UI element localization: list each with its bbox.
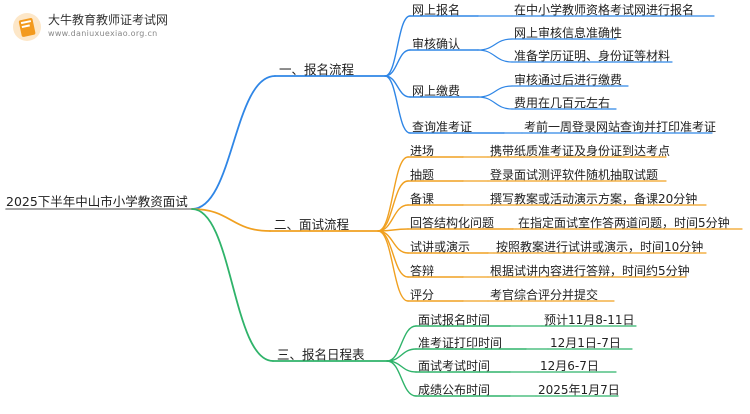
branch-connector bbox=[191, 75, 276, 210]
sub-connector bbox=[377, 156, 409, 232]
leaf-node-label: 12月1日-7日 bbox=[550, 336, 621, 350]
leaf-node-label: 审核通过后进行缴费 bbox=[514, 73, 623, 87]
leaf-node-label: 考官综合评分并提交 bbox=[490, 288, 599, 302]
leaf-node-label: 费用在几百元左右 bbox=[514, 96, 611, 110]
branch-1-label: 一、报名流程 bbox=[279, 62, 355, 77]
leaf-connector bbox=[477, 85, 513, 98]
leaf-node-label: 12月6-7日 bbox=[540, 359, 599, 373]
leaf-node-label: 登录面试测评软件随机抽取试题 bbox=[490, 168, 659, 182]
sub-node-label: 面试报名时间 bbox=[418, 313, 491, 327]
leaf-node-label: 撰写教案或活动演示方案，备课20分钟 bbox=[490, 192, 698, 206]
sub-node-label: 回答结构化问题 bbox=[410, 216, 495, 230]
sub-connector bbox=[377, 180, 409, 232]
sub-connector bbox=[386, 360, 417, 397]
sub-connector bbox=[384, 75, 411, 134]
branch-connector bbox=[191, 208, 274, 362]
sub-connector bbox=[377, 204, 409, 232]
sub-node-label: 面试考试时间 bbox=[418, 359, 491, 373]
leaf-node-label: 准备学历证明、身份证等材料 bbox=[514, 49, 671, 63]
sub-node-label: 查询准考证 bbox=[412, 120, 473, 134]
sub-node-label: 抽题 bbox=[410, 168, 435, 182]
leaf-connector bbox=[477, 49, 513, 63]
sub-connector bbox=[384, 75, 411, 98]
leaf-connector bbox=[477, 38, 513, 51]
branch-connector bbox=[191, 208, 271, 232]
sub-node-label: 网上报名 bbox=[412, 3, 461, 17]
watermark-title: 大牛教育教师证考试网 bbox=[48, 13, 169, 27]
branch-2-label: 二、面试流程 bbox=[274, 217, 350, 232]
leaf-node-label: 预计11月8-11日 bbox=[544, 313, 635, 327]
leaf-node-label: 在指定面试室作答两道问题，时间5分钟 bbox=[518, 216, 730, 230]
sub-connector bbox=[377, 230, 409, 302]
leaf-node-label: 在中小学教师资格考试网进行报名 bbox=[514, 3, 695, 17]
sub-node-label: 审核确认 bbox=[412, 37, 461, 51]
sub-node-label: 准考证打印时间 bbox=[418, 336, 503, 350]
sub-node-label: 备课 bbox=[410, 192, 435, 206]
sub-node-label: 试讲或演示 bbox=[410, 240, 471, 254]
sub-connector bbox=[384, 49, 411, 77]
sub-connector bbox=[384, 15, 411, 77]
book-logo-icon bbox=[12, 12, 42, 42]
sub-node-label: 评分 bbox=[410, 288, 435, 302]
leaf-node-label: 网上审核信息准确性 bbox=[514, 26, 623, 40]
sub-node-label: 答辩 bbox=[410, 264, 435, 278]
sub-node-label: 进场 bbox=[410, 144, 435, 158]
watermark-url: www.daniuxuexiao.org.cn bbox=[48, 29, 158, 38]
branch-3-label: 三、报名日程表 bbox=[277, 347, 365, 362]
leaf-node-label: 按照教案进行试讲或演示，时间10分钟 bbox=[496, 240, 704, 254]
root-node: 2025下半年中山市小学教资面试 bbox=[6, 194, 188, 209]
leaf-connector bbox=[477, 96, 513, 110]
sub-connector bbox=[386, 325, 417, 362]
sub-node-label: 成绩公布时间 bbox=[418, 383, 491, 397]
sub-connector bbox=[377, 230, 409, 278]
leaf-node-label: 携带纸质准考证及身份证到达考点 bbox=[490, 144, 671, 158]
sub-node-label: 网上缴费 bbox=[412, 84, 461, 98]
leaf-node-label: 考前一周登录网站查询并打印准考证 bbox=[524, 120, 717, 134]
leaf-node-label: 2025年1月7日 bbox=[538, 383, 620, 397]
leaf-node-label: 根据试讲内容进行答辩，时间约5分钟 bbox=[490, 264, 690, 278]
